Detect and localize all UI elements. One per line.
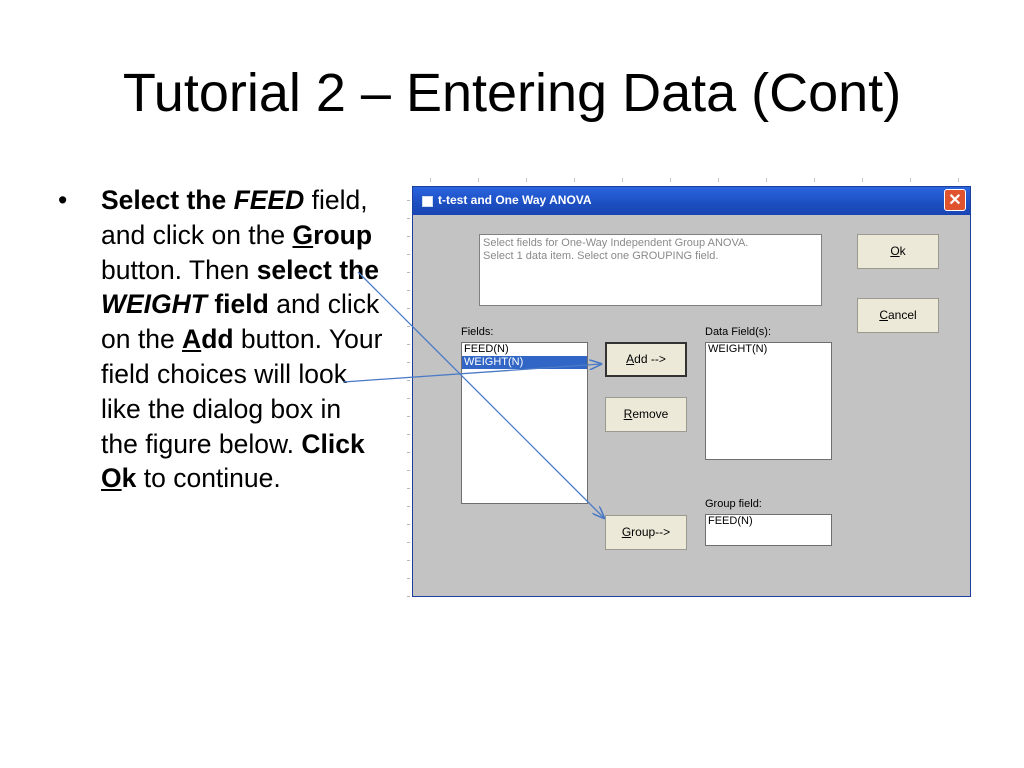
ok-label: k (899, 244, 906, 258)
dialog-title: t-test and One Way ANOVA (438, 193, 592, 207)
arrow-to-add-button (342, 364, 601, 383)
group-field-box[interactable]: FEED(N) (705, 514, 832, 546)
add-key-letter: A (182, 324, 202, 355)
instruction-bold: Select the (101, 185, 234, 215)
group-button[interactable]: Group--> (605, 515, 687, 550)
description-line: Select 1 data item. Select one GROUPING … (483, 250, 719, 262)
fields-item-weight[interactable]: WEIGHT(N) (462, 356, 587, 369)
fields-label: Fields: (461, 326, 494, 338)
data-fields-item[interactable]: WEIGHT(N) (708, 343, 768, 355)
background-ruler-top (430, 178, 970, 182)
group-label: roup--> (631, 525, 671, 539)
background-ruler-left (407, 200, 410, 600)
slide-title: Tutorial 2 – Entering Data (Cont) (122, 63, 902, 123)
instruction-bold: select the (256, 254, 379, 285)
fields-item-feed[interactable]: FEED(N) (464, 343, 509, 355)
data-fields-label: Data Field(s): (705, 326, 772, 338)
bullet-list: • Select the FEED field, and click on th… (58, 183, 384, 496)
cancel-label: ancel (887, 308, 917, 322)
group-accel: G (621, 525, 632, 539)
feed-emphasis: FEED (233, 185, 305, 215)
description-line: Select fields for One-Way Independent Gr… (483, 237, 749, 249)
window-icon (422, 196, 433, 207)
ok-key-rest: k (121, 463, 137, 494)
fields-listbox[interactable]: FEED(N) WEIGHT(N) (461, 342, 588, 504)
remove-label: emove (632, 407, 669, 421)
instruction-text: to continue. (136, 463, 281, 494)
instruction-text: field, and click on the (101, 185, 368, 250)
close-button[interactable]: ✕ (944, 189, 966, 211)
bullet-text: Select the FEED field, and click on the … (101, 183, 384, 496)
add-button[interactable]: Add --> (605, 342, 687, 377)
group-field-value[interactable]: FEED(N) (708, 515, 753, 527)
arrow-to-group-button (357, 271, 604, 518)
add-accel: A (626, 352, 635, 366)
ok-key-letter: O (101, 463, 122, 494)
cancel-button[interactable]: Cancel (857, 298, 939, 333)
ok-button[interactable]: Ok (857, 234, 939, 269)
group-field-label: Group field: (705, 498, 762, 510)
instruction-text: button. Then (101, 254, 257, 285)
weight-emphasis: WEIGHT (101, 289, 207, 320)
description-box: Select fields for One-Way Independent Gr… (479, 234, 822, 306)
bullet-dot: • (58, 185, 68, 215)
instruction-bold: Click (301, 428, 365, 459)
cancel-accel: C (879, 308, 888, 322)
instruction-text: and click on the (101, 289, 380, 355)
add-key-rest: dd (201, 324, 234, 355)
group-key-rest: roup (313, 219, 373, 250)
anova-dialog: t-test and One Way ANOVA ✕ Select fields… (412, 186, 971, 597)
ok-accel: O (890, 244, 900, 258)
dialog-titlebar[interactable]: t-test and One Way ANOVA ✕ (413, 187, 970, 215)
data-fields-listbox[interactable]: WEIGHT(N) (705, 342, 832, 460)
group-key-letter: G (292, 219, 314, 250)
add-label: dd --> (634, 352, 666, 366)
remove-button[interactable]: Remove (605, 397, 687, 432)
instruction-text: button. Your field choices will look lik… (101, 324, 383, 459)
instruction-bold: field (207, 289, 269, 320)
remove-accel: R (623, 407, 633, 421)
